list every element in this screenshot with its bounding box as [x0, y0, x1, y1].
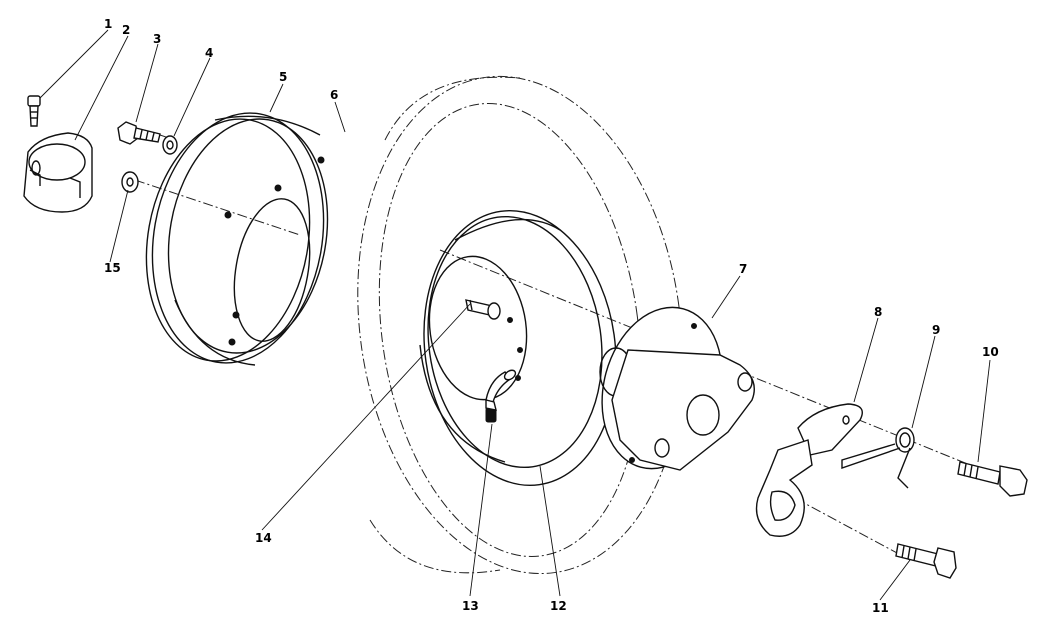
valve-stem-part	[485, 369, 517, 423]
nut-part	[121, 171, 139, 193]
callout-11: 11	[872, 601, 889, 615]
callout-8: 8	[874, 305, 882, 319]
callout-4: 4	[205, 46, 213, 60]
shoulder-bolt-part	[957, 461, 1028, 497]
callout-10: 10	[982, 345, 999, 359]
set-screw-part	[27, 95, 41, 127]
hub-collar-part	[23, 132, 93, 213]
tire-part	[357, 75, 683, 575]
rim-half-outer-part	[145, 112, 329, 366]
callout-9: 9	[932, 323, 940, 337]
callout-15: 15	[104, 261, 121, 275]
spring-part	[841, 427, 915, 489]
latch-plate-part	[755, 403, 863, 537]
callout-6: 6	[330, 88, 338, 102]
callout-13: 13	[462, 599, 479, 613]
callout-14: 14	[255, 531, 272, 545]
callout-2: 2	[122, 23, 130, 37]
hub-flange-part	[599, 306, 755, 471]
rim-half-inner-part	[419, 210, 617, 486]
bolt-part	[117, 121, 161, 145]
bolt-lower-part	[895, 543, 957, 579]
callout-5: 5	[279, 70, 287, 84]
leader-lines	[39, 29, 991, 601]
callout-3: 3	[153, 32, 161, 46]
callout-labels: 1 2 3 4 5 6 7 8 9 10 11 12 13 14 15	[104, 17, 999, 615]
callout-7: 7	[739, 262, 747, 276]
callout-1: 1	[104, 17, 112, 31]
carriage-bolt-part	[465, 299, 501, 320]
callout-12: 12	[550, 599, 567, 613]
lock-washer-part	[162, 135, 178, 155]
